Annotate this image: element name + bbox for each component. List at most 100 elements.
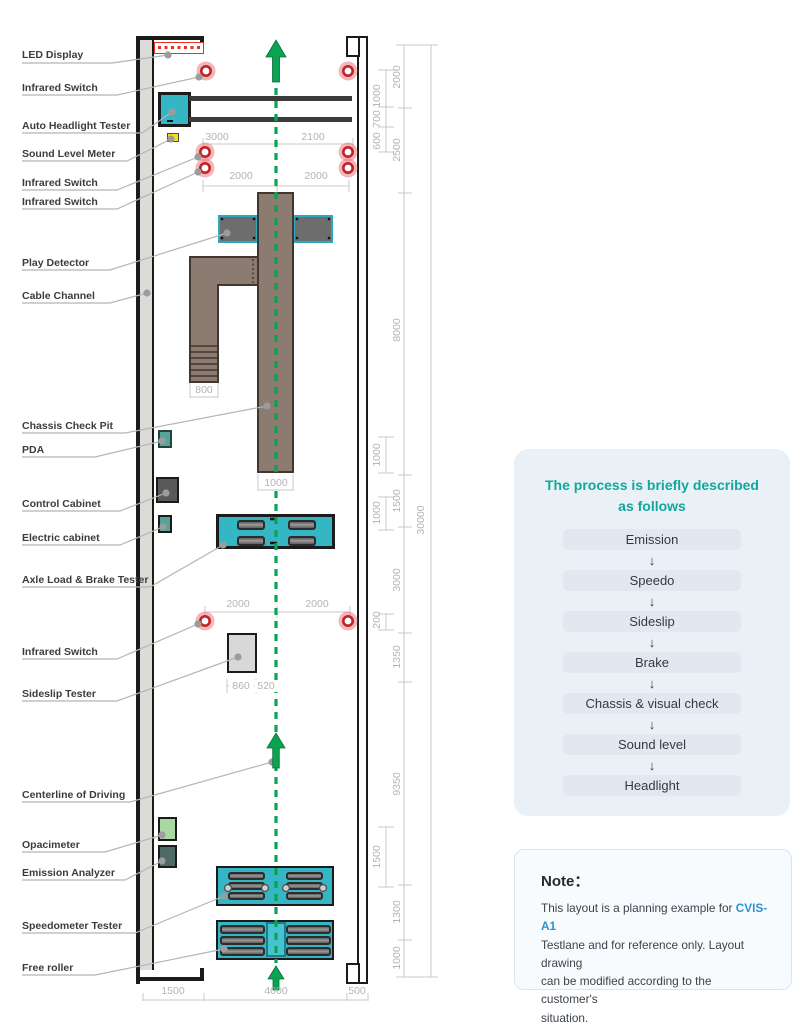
opacimeter bbox=[158, 817, 177, 841]
pit-access-arm bbox=[189, 256, 259, 383]
process-step-sound-level: Sound level bbox=[563, 734, 741, 755]
free-roller bbox=[216, 920, 334, 960]
electric-cabinet bbox=[158, 515, 172, 533]
pit-stairs bbox=[190, 345, 218, 377]
process-panel: The process is briefly described as foll… bbox=[514, 449, 790, 816]
dim-2000-lane-a: 2000 bbox=[229, 170, 253, 182]
dim-inner-200: 200 bbox=[371, 611, 383, 629]
dim-2100-lane: 2100 bbox=[301, 131, 325, 143]
label-axle-load-brake-tester: Axle Load & Brake Tester bbox=[22, 574, 149, 586]
label-play-detector: Play Detector bbox=[22, 257, 90, 269]
dim-1500-mid: 1500 bbox=[391, 489, 403, 513]
speedo-roller bbox=[286, 872, 323, 880]
left-wall-bottom-flange bbox=[136, 977, 204, 981]
free-roller-center-block bbox=[266, 922, 286, 957]
label-chassis-check-pit: Chassis Check Pit bbox=[22, 420, 114, 432]
dim-860: 860 bbox=[229, 680, 253, 692]
label-speedometer-tester: Speedometer Tester bbox=[22, 920, 123, 932]
down-arrow-icon: ↓ bbox=[648, 634, 656, 650]
note-body: This layout is a planning example for CV… bbox=[541, 899, 769, 1027]
note-panel: Note： This layout is a planning example … bbox=[514, 849, 792, 1025]
label-cable-channel: Cable Channel bbox=[22, 290, 95, 302]
dim-2000-top: 2000 bbox=[391, 65, 403, 89]
headlight-rail-top bbox=[189, 96, 352, 101]
dim-500-bottom: 500 bbox=[348, 985, 366, 997]
speedo-roller bbox=[228, 872, 265, 880]
label-centerline-of-driving: Centerline of Driving bbox=[22, 789, 126, 801]
dim-inner-1000-c: 1000 bbox=[371, 501, 383, 525]
dim-3000-lane: 3000 bbox=[205, 131, 229, 143]
label-led-display: LED Display bbox=[22, 49, 84, 61]
down-arrow-icon: ↓ bbox=[648, 593, 656, 609]
process-step-chassis: Chassis & visual check bbox=[563, 693, 741, 714]
emission-analyzer bbox=[158, 845, 177, 868]
dim-4000-bottom: 4000 bbox=[264, 985, 288, 997]
process-step-sideslip: Sideslip bbox=[563, 611, 741, 632]
play-detector-right bbox=[293, 215, 333, 243]
headlight-rail-bottom bbox=[189, 117, 352, 122]
dim-total-30000: 30000 bbox=[415, 505, 427, 535]
dim-inner-700: 700 bbox=[371, 110, 383, 128]
label-pda: PDA bbox=[22, 444, 45, 456]
speedo-roller bbox=[286, 882, 323, 890]
led-dashes bbox=[158, 46, 200, 49]
right-wall-top-hook bbox=[346, 36, 360, 57]
dim-1000-pit: 1000 bbox=[261, 477, 291, 489]
free-roller-drum bbox=[220, 925, 265, 934]
label-control-cabinet: Control Cabinet bbox=[22, 498, 101, 510]
dim-inner-1000-b: 1000 bbox=[371, 443, 383, 467]
down-arrow-icon: ↓ bbox=[648, 757, 656, 773]
down-arrow-icon: ↓ bbox=[648, 716, 656, 732]
led-display bbox=[154, 42, 204, 54]
speedo-roller bbox=[228, 882, 265, 890]
left-wall-top-flange bbox=[136, 36, 204, 40]
label-electric-cabinet: Electric cabinet bbox=[22, 532, 100, 544]
label-auto-headlight-tester: Auto Headlight Tester bbox=[22, 120, 131, 132]
play-detector-left bbox=[218, 215, 258, 243]
speedometer-tester bbox=[216, 866, 334, 906]
note-text-line3: can be modified according to the custome… bbox=[541, 974, 712, 1007]
process-step-emission: Emission bbox=[563, 529, 741, 550]
label-infrared-switch-3: Infrared Switch bbox=[22, 196, 98, 208]
right-wall-bottom-hook bbox=[346, 963, 360, 984]
dim-1500-bottom: 1500 bbox=[161, 985, 185, 997]
label-opacimeter: Opacimeter bbox=[22, 839, 80, 851]
free-roller-drum bbox=[220, 936, 265, 945]
direction-arrow-top bbox=[265, 39, 287, 83]
free-roller-drum bbox=[286, 947, 331, 956]
down-arrow-icon: ↓ bbox=[648, 552, 656, 568]
free-roller-drum bbox=[286, 936, 331, 945]
left-wall-inner-line bbox=[152, 40, 154, 970]
right-wall bbox=[357, 36, 368, 984]
dim-800-stairs: 800 bbox=[192, 384, 216, 396]
label-infrared-switch-4: Infrared Switch bbox=[22, 646, 98, 658]
axle-load-brake-tester bbox=[216, 514, 335, 549]
cable-channel-strip bbox=[140, 40, 152, 970]
dim-inner-600: 600 bbox=[371, 132, 383, 150]
brake-roller bbox=[237, 520, 265, 530]
direction-arrow-middle bbox=[266, 732, 286, 769]
dim-9350: 9350 bbox=[391, 772, 403, 796]
label-free-roller: Free roller bbox=[22, 962, 74, 974]
dim-1350: 1350 bbox=[391, 645, 403, 669]
label-infrared-switch-1: Infrared Switch bbox=[22, 82, 98, 94]
dim-inner-1500: 1500 bbox=[371, 845, 383, 869]
brake-roller bbox=[288, 520, 316, 530]
dim-1000-bottom: 1000 bbox=[391, 946, 403, 970]
sound-level-meter bbox=[167, 133, 179, 142]
label-sideslip-tester: Sideslip Tester bbox=[22, 688, 96, 700]
note-heading: Note： bbox=[541, 873, 590, 890]
dim-inner-1000-a: 1000 bbox=[371, 84, 383, 108]
speedo-roller bbox=[286, 892, 323, 900]
speedo-roller bbox=[228, 892, 265, 900]
dim-8000: 8000 bbox=[391, 318, 403, 342]
dim-2500: 2500 bbox=[391, 138, 403, 162]
sideslip-tester bbox=[227, 633, 257, 673]
free-roller-drum bbox=[220, 947, 265, 956]
dim-2000-lane-d: 2000 bbox=[305, 598, 329, 610]
dim-2000-lane-c: 2000 bbox=[226, 598, 250, 610]
note-highlight-cvis-a1: CVIS-A1 bbox=[541, 901, 768, 934]
label-infrared-switch-2: Infrared Switch bbox=[22, 177, 98, 189]
note-text-line2: Testlane and for reference only. Layout … bbox=[541, 937, 745, 970]
down-arrow-icon: ↓ bbox=[648, 675, 656, 691]
